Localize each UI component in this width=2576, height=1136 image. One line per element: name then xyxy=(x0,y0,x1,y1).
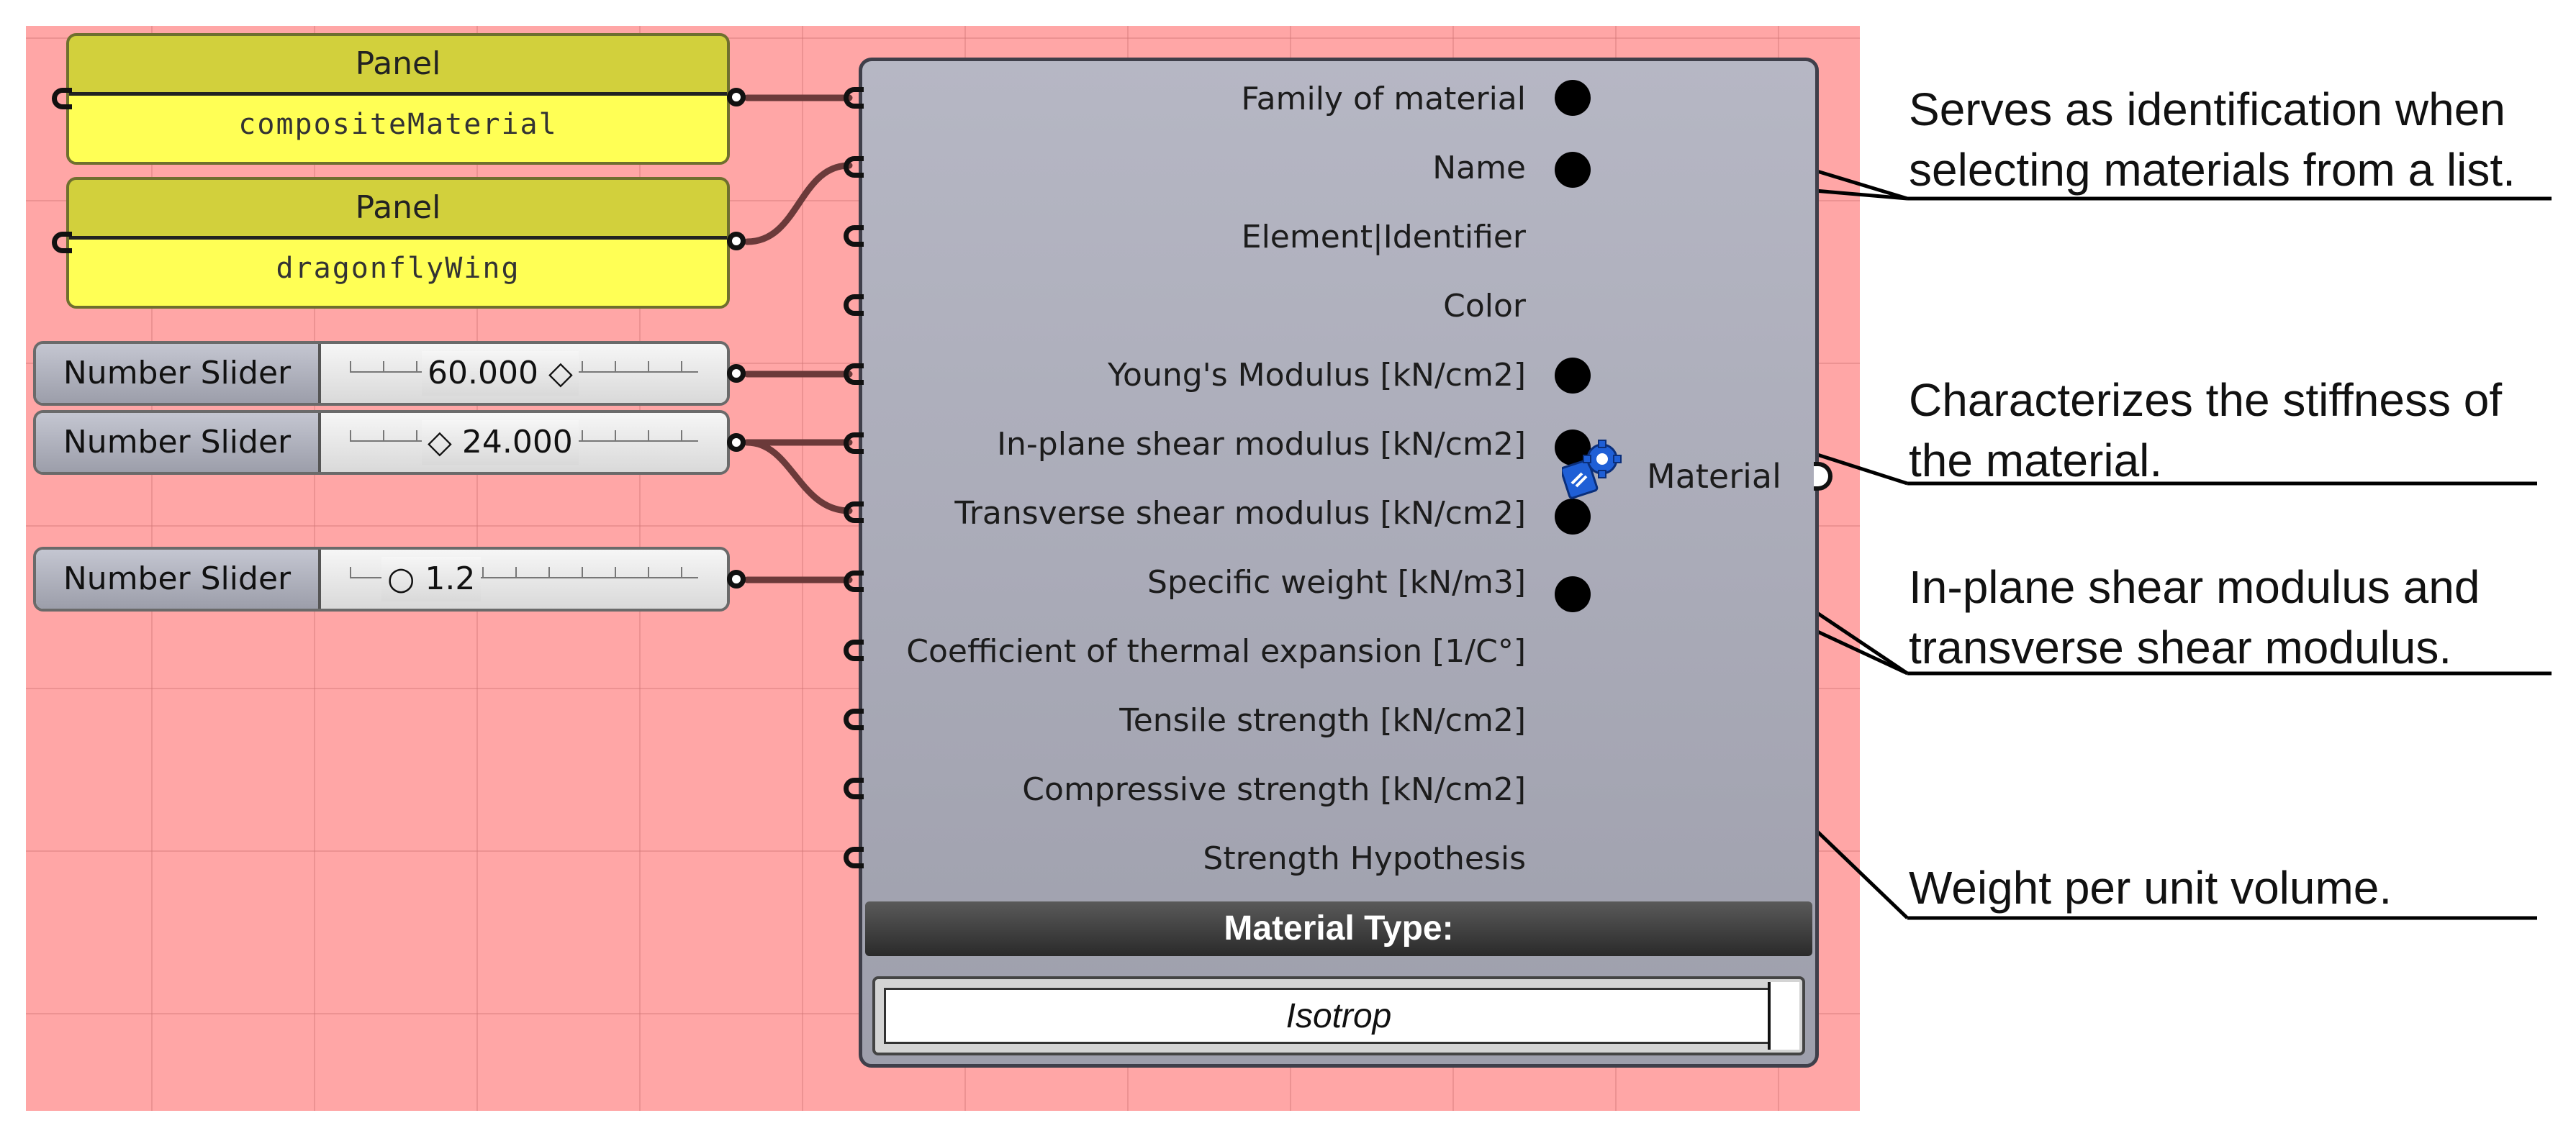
panel-title: Panel xyxy=(69,180,727,240)
annotation-line: Serves as identification when xyxy=(1909,83,2505,135)
annotation-shear: In-plane shear modulus and transverse sh… xyxy=(1909,557,2480,678)
slider-label: Number Slider xyxy=(36,413,321,472)
diamond-grip-icon[interactable]: ◇ xyxy=(428,424,452,460)
slider-value-group[interactable]: 60.000 ◇ xyxy=(422,351,579,396)
input-label-identifier: Element|Identifier xyxy=(1241,219,1526,255)
marker-dot-name xyxy=(1555,152,1591,188)
material-type-header: Material Type: xyxy=(865,901,1812,956)
slider-rail xyxy=(350,577,698,578)
panel-name[interactable]: Panel dragonflyWing xyxy=(66,177,730,309)
annotation-line: selecting materials from a list. xyxy=(1909,144,2516,196)
input-port-weight[interactable] xyxy=(844,571,864,592)
input-label-compressive: Compressive strength [kN/cm2] xyxy=(1022,771,1526,808)
input-port-name[interactable] xyxy=(844,156,864,178)
annotation-line: the material. xyxy=(1909,435,2163,486)
input-label-transverse: Transverse shear modulus [kN/cm2] xyxy=(954,495,1526,532)
slider-value-group[interactable]: ○ 1.2 xyxy=(381,557,482,601)
input-label-inplane: In-plane shear modulus [kN/cm2] xyxy=(997,426,1526,463)
panel-title: Panel xyxy=(69,36,727,96)
input-label-tensile: Tensile strength [kN/cm2] xyxy=(1119,702,1526,739)
panel-family-input-port[interactable] xyxy=(52,88,72,109)
input-label-strength-hypothesis: Strength Hypothesis xyxy=(1203,840,1526,877)
panel-family-output-port[interactable] xyxy=(727,88,746,106)
annotation-line: Weight per unit volume. xyxy=(1909,862,2392,914)
input-port-transverse[interactable] xyxy=(844,501,864,523)
input-port-compressive[interactable] xyxy=(844,778,864,799)
number-slider-young[interactable]: Number Slider 60.000 ◇ xyxy=(33,341,730,406)
annotation-line: transverse shear modulus. xyxy=(1909,622,2452,673)
input-port-family[interactable] xyxy=(844,87,864,109)
material-type-value[interactable]: Isotrop xyxy=(884,988,1794,1044)
input-port-young[interactable] xyxy=(844,363,864,385)
material-component[interactable]: Family of material Name Element|Identifi… xyxy=(859,58,1832,1068)
number-slider-inplane[interactable]: Number Slider ◇ 24.000 xyxy=(33,410,730,475)
material-gear-icon xyxy=(1562,440,1622,499)
annotation-stiffness: Characterizes the stiffness of the mater… xyxy=(1909,370,2502,491)
slider-value: 1.2 xyxy=(425,560,476,597)
panel-value[interactable]: compositeMaterial xyxy=(69,96,727,162)
material-output-port[interactable] xyxy=(1814,462,1832,491)
input-label-weight: Specific weight [kN/m3] xyxy=(1147,564,1526,601)
wire-panel-name xyxy=(744,162,853,245)
marker-dot-weight xyxy=(1555,576,1591,612)
input-label-thermal: Coefficient of thermal expansion [1/C°] xyxy=(906,633,1526,670)
material-type-dropdown[interactable]: Isotrop xyxy=(872,976,1805,1055)
input-port-thermal[interactable] xyxy=(844,640,864,661)
panel-value[interactable]: dragonflyWing xyxy=(69,240,727,306)
slider-inplane-output-port[interactable] xyxy=(727,433,746,452)
diamond-grip-icon[interactable]: ◇ xyxy=(548,355,573,391)
slider-track[interactable]: ◇ 24.000 xyxy=(321,413,727,472)
annotation-line: Characterizes the stiffness of xyxy=(1909,374,2503,426)
slider-value: 60.000 xyxy=(428,355,538,391)
panel-name-input-port[interactable] xyxy=(52,232,72,253)
annotation-identification: Serves as identification when selecting … xyxy=(1909,79,2516,200)
input-port-strength-hypothesis[interactable] xyxy=(844,847,864,868)
marker-dot-family xyxy=(1555,80,1591,116)
slider-label: Number Slider xyxy=(36,550,321,609)
slider-track[interactable]: 60.000 ◇ xyxy=(321,344,727,403)
input-label-color: Color xyxy=(1443,288,1526,324)
marker-dot-young xyxy=(1555,358,1591,394)
input-label-family: Family of material xyxy=(1241,81,1526,117)
annotation-weight: Weight per unit volume. xyxy=(1909,858,2392,918)
slider-weight-output-port[interactable] xyxy=(727,570,746,589)
slider-track[interactable]: ○ 1.2 xyxy=(321,550,727,609)
circle-grip-icon[interactable]: ○ xyxy=(387,560,415,597)
wire-slider-transverse xyxy=(744,439,853,514)
panel-family[interactable]: Panel compositeMaterial xyxy=(66,33,730,165)
input-port-inplane[interactable] xyxy=(844,432,864,454)
slider-label: Number Slider xyxy=(36,344,321,403)
slider-value-group[interactable]: ◇ 24.000 xyxy=(422,420,579,465)
annotation-line: In-plane shear modulus and xyxy=(1909,561,2480,613)
dropdown-scrollbar[interactable] xyxy=(1768,982,1799,1050)
number-slider-weight[interactable]: Number Slider ○ 1.2 xyxy=(33,547,730,612)
input-port-tensile[interactable] xyxy=(844,709,864,730)
slider-young-output-port[interactable] xyxy=(727,364,746,383)
slider-value: 24.000 xyxy=(461,424,573,460)
marker-dot-transverse xyxy=(1555,499,1591,535)
input-label-name: Name xyxy=(1432,150,1526,186)
panel-name-output-port[interactable] xyxy=(727,232,746,250)
output-label-material: Material xyxy=(1647,457,1781,496)
input-port-identifier[interactable] xyxy=(844,225,864,247)
input-port-color[interactable] xyxy=(844,294,864,316)
input-label-young: Young's Modulus [kN/cm2] xyxy=(1108,357,1526,394)
